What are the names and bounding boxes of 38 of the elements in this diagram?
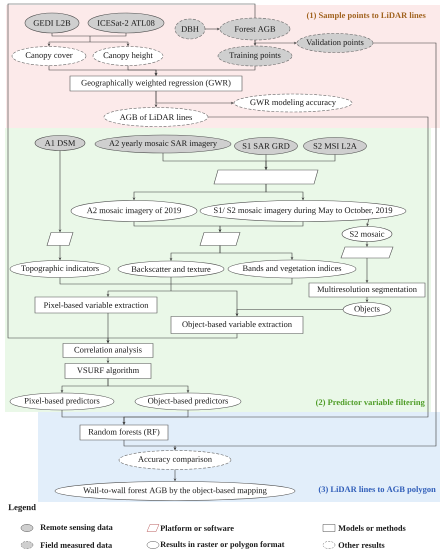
legend-label: Platform or software [160,525,234,531]
method-box: Pixel-based variable extraction [34,296,158,314]
legend-label: Other results [338,542,384,548]
legend-label: Results in raster or polygon format [160,541,284,549]
method-box: VSURF algorithm [64,363,152,379]
flow-arrow [58,150,62,232]
flow-arrow [366,296,368,302]
method-box: Correlation analysis [62,343,154,358]
flow-arrow [204,28,220,30]
flow-arrow [174,469,176,482]
flow-arrow [236,309,344,316]
flow-arrow [254,40,297,44]
flow-arrow [106,333,238,344]
platform-parallelogram [214,170,318,184]
legend-label: Models or methods [338,525,406,531]
flow-arrow [156,90,234,104]
flow-arrow [264,154,336,170]
flow-arrow [266,184,304,200]
flow-arrow [48,32,130,46]
flow-arrow [366,258,368,283]
method-box: Random forests (RF) [80,424,168,440]
platform-parallelogram [340,246,394,258]
flow-arrow [154,66,256,76]
flow-arrow [218,221,304,232]
legend-label: Field measured data [40,542,112,548]
flow-arrow [122,410,188,425]
flow-arrow [220,245,294,260]
flow-arrow [366,241,368,247]
method-box: Multiresolution segmentation [308,282,426,298]
flow-arrow [108,378,190,393]
platform-parallelogram [200,232,240,246]
flow-arrow [106,357,110,364]
flow-arrow [124,440,176,450]
legend-label: Remote sensing data [40,524,113,532]
method-box: Geographically weighted regression (GWR) [70,76,242,92]
flow-arrow [58,245,62,260]
legend-title: Legend [8,504,36,512]
method-box: Object-based variable extraction [170,316,304,334]
